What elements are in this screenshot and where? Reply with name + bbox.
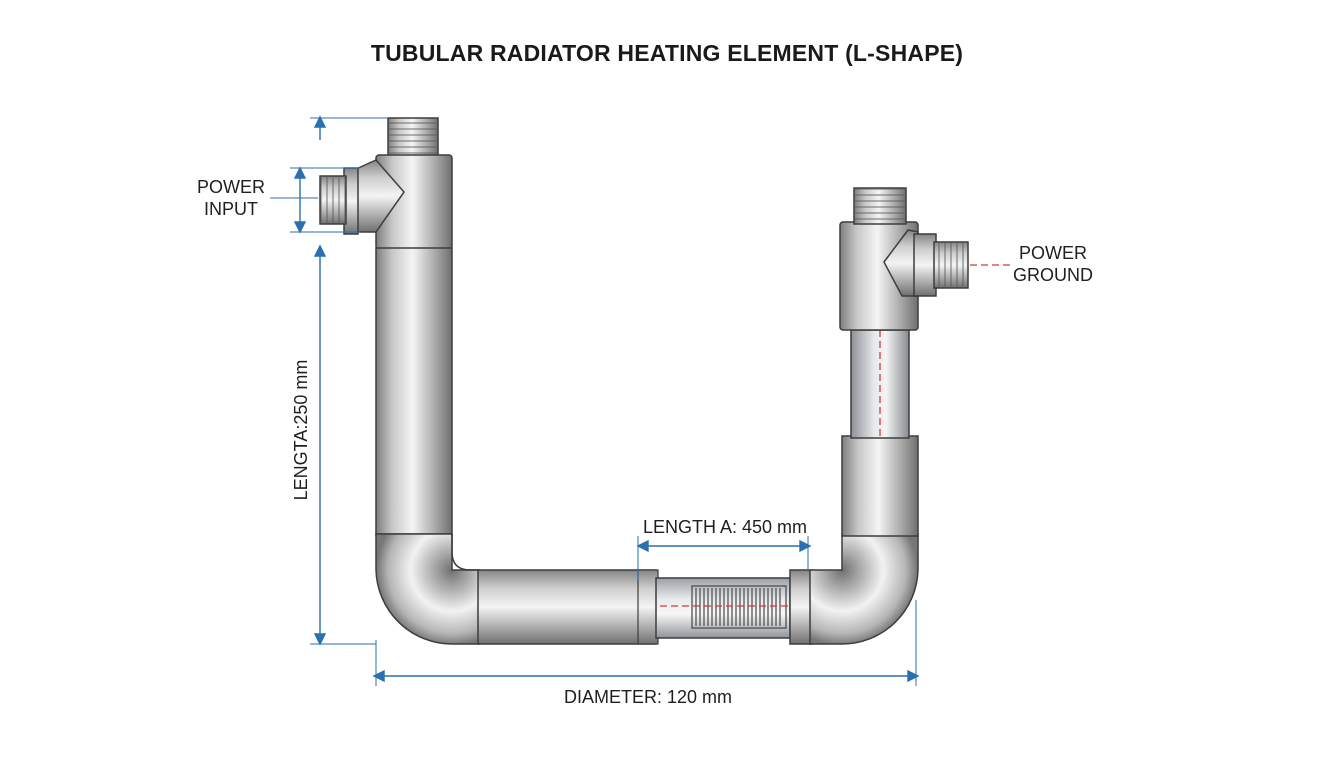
length-a-label: LENGTH A: 450 mm xyxy=(642,517,808,537)
heating-coil xyxy=(691,585,787,629)
horizontal-pipe xyxy=(477,569,657,645)
heating-coil-window xyxy=(655,577,791,639)
coil-frame xyxy=(691,585,787,629)
right-lower-pipe xyxy=(841,435,919,537)
left-elbow xyxy=(375,533,481,645)
left-vertical-pipe xyxy=(375,247,453,537)
right-elbow xyxy=(809,533,919,645)
diagram-title: TUBULAR RADIATOR HEATING ELEMENT (L-SHAP… xyxy=(370,40,964,66)
length-250-label: LENGTA:250 mm xyxy=(291,359,311,501)
power-ground-label: POWER GROUND xyxy=(1013,243,1093,285)
power-input-label: POWER INPUT xyxy=(196,177,265,219)
diameter-label: DIAMETER: 120 mm xyxy=(563,687,733,707)
